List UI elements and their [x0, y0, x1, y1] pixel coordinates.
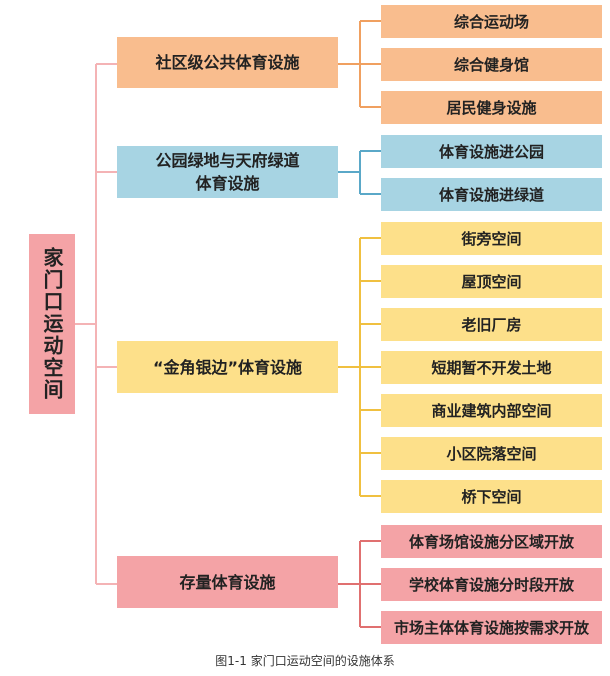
- leaf-label: 体育场馆设施分区域开放: [408, 533, 574, 551]
- leaf-item: 体育设施进绿道: [381, 178, 602, 211]
- leaf-label: 综合健身馆: [453, 56, 529, 74]
- leaf-label: 市场主体体育设施按需求开放: [393, 619, 589, 637]
- root-connector: [75, 63, 117, 585]
- leaf-label: 商业建筑内部空间: [431, 402, 552, 420]
- category-golden-corner: “金角银边”体育设施: [117, 341, 338, 393]
- leaf-label: 学校体育设施分时段开放: [408, 576, 574, 594]
- pink-connector: [338, 540, 381, 628]
- root-node: 家门口运动空间: [29, 234, 75, 414]
- leaf-label: 屋顶空间: [461, 273, 522, 291]
- leaf-item: 综合健身馆: [381, 48, 602, 81]
- leaf-item: 体育场馆设施分区域开放: [381, 525, 602, 558]
- leaf-item: 小区院落空间: [381, 437, 602, 470]
- leaf-item: 街旁空间: [381, 222, 602, 255]
- category-golden-label: “金角银边”体育设施: [152, 357, 303, 377]
- category-park-label-line2: 体育设施: [195, 174, 260, 193]
- leaf-item: 老旧厂房: [381, 308, 602, 341]
- leaf-label: 短期暂不开发土地: [431, 359, 552, 377]
- leaf-label: 体育设施进绿道: [438, 186, 544, 204]
- leaf-item: 体育设施进公园: [381, 135, 602, 168]
- category-existing: 存量体育设施: [117, 556, 338, 608]
- category-existing-label: 存量体育设施: [179, 572, 276, 592]
- leaf-item: 综合运动场: [381, 5, 602, 38]
- leaf-label: 居民健身设施: [446, 99, 537, 117]
- leaf-item: 学校体育设施分时段开放: [381, 568, 602, 601]
- category-community: 社区级公共体育设施: [117, 37, 338, 88]
- leaf-label: 小区院落空间: [446, 445, 537, 463]
- leaf-label: 综合运动场: [453, 13, 529, 31]
- blue-connector: [338, 150, 381, 195]
- leaf-item: 商业建筑内部空间: [381, 394, 602, 427]
- figure-caption: 图1-1 家门口运动空间的设施体系: [215, 654, 395, 668]
- leaf-label: 街旁空间: [461, 230, 522, 248]
- yellow-connector: [338, 237, 381, 497]
- leaf-label: 老旧厂房: [461, 316, 522, 334]
- leaf-item: 市场主体体育设施按需求开放: [381, 611, 602, 644]
- leaf-item: 居民健身设施: [381, 91, 602, 124]
- leaf-item: 桥下空间: [381, 480, 602, 513]
- root-label: 家门口运动空间: [40, 247, 64, 401]
- category-park-greenway: 公园绿地与天府绿道 体育设施: [117, 146, 338, 198]
- leaf-item: 屋顶空间: [381, 265, 602, 298]
- leaf-item: 短期暂不开发土地: [381, 351, 602, 384]
- leaf-label: 体育设施进公园: [438, 143, 544, 161]
- leaf-label: 桥下空间: [461, 488, 522, 506]
- category-park-label-line1: 公园绿地与天府绿道: [155, 151, 300, 170]
- category-community-label: 社区级公共体育设施: [155, 53, 300, 72]
- orange-connector: [338, 20, 381, 108]
